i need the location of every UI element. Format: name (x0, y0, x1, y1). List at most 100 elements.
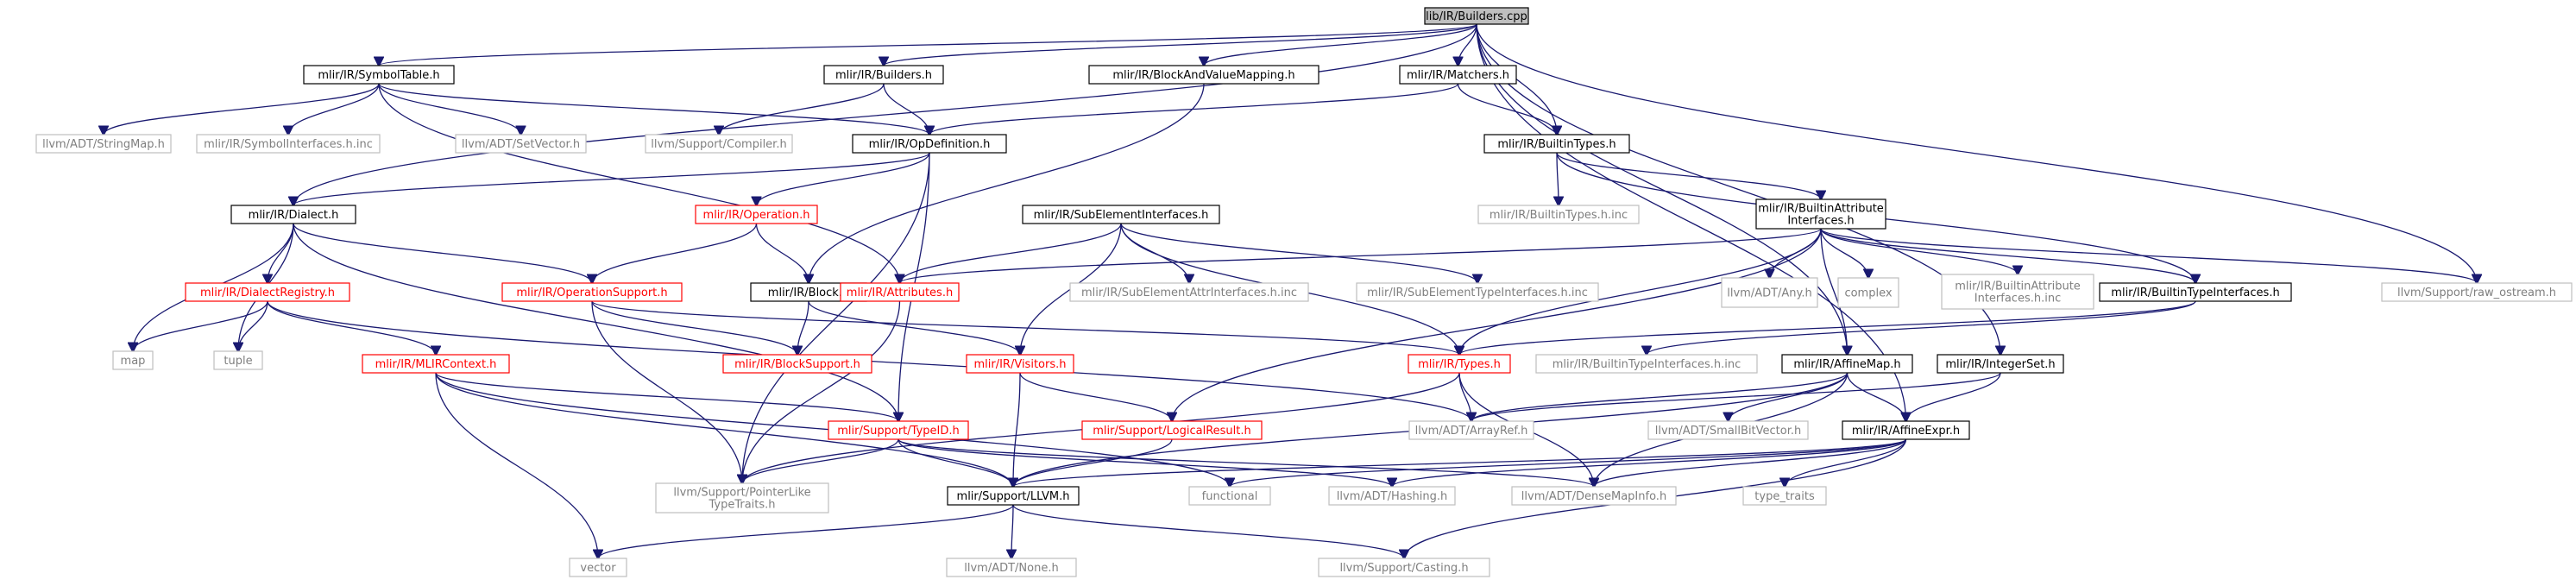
node-box (1188, 486, 1271, 506)
node-subelem[interactable]: mlir/IR/SubElementInterfaces.h (1022, 205, 1220, 224)
node-label: llvm/Support/PointerLike (673, 487, 810, 500)
edge-integerset-to-arrayref (1471, 372, 2001, 421)
node-btypeiface[interactable]: mlir/IR/BuiltinTypeInterfaces.h (2099, 282, 2292, 302)
node-label: vector (580, 562, 616, 575)
node-operation[interactable]: mlir/IR/Operation.h (695, 205, 818, 224)
node-box (1837, 277, 1899, 308)
edge-opdef-to-pointerlike (742, 152, 930, 483)
node-typetraits: type_traits (1742, 486, 1827, 506)
node-box (1535, 354, 1758, 374)
node-block[interactable]: mlir/IR/Block.h (750, 282, 867, 302)
edge-symtab-to-setvector (378, 83, 521, 135)
node-affinemap[interactable]: mlir/IR/AffineMap.h (1781, 354, 1913, 374)
node-matchers[interactable]: mlir/IR/Matchers.h (1399, 65, 1517, 85)
node-dialreg[interactable]: mlir/IR/DialectRegistry.h (185, 282, 350, 302)
node-attributes[interactable]: mlir/IR/Attributes.h (840, 282, 960, 302)
node-label: mlir/IR/SymbolInterfaces.h.inc (204, 138, 373, 151)
nodes-layer: lib/IR/Builders.cpp mlir/IR/SymbolTable.h… (35, 7, 2573, 577)
node-box (946, 558, 1077, 577)
edge-opdef-to-operation (757, 152, 930, 205)
edge-mlircontext-to-typeid (435, 372, 898, 421)
node-affineexpr[interactable]: mlir/IR/AffineExpr.h (1842, 420, 1970, 440)
node-box (1424, 7, 1529, 25)
node-symtab[interactable]: mlir/IR/SymbolTable.h (303, 65, 455, 85)
node-box (185, 282, 350, 302)
edge-btypeiface-to-types (1459, 300, 2196, 355)
node-map: map (112, 350, 154, 370)
edge-opsupport-to-pointerlike (591, 300, 742, 483)
node-integerset[interactable]: mlir/IR/IntegerSet.h (1937, 354, 2064, 374)
node-box (1483, 134, 1630, 154)
node-label: mlir/IR/DialectRegistry.h (200, 287, 335, 299)
edge-mlirllvm-to-vector (598, 504, 1014, 558)
node-label: mlir/IR/OperationSupport.h (516, 287, 667, 299)
edge-affineexpr-to-functional (1230, 438, 1907, 487)
node-box (840, 282, 960, 302)
edge-builders-to-compiler (719, 83, 885, 135)
node-box (112, 350, 154, 370)
edge-battr-to-rawostream (1820, 228, 2477, 283)
node-blocksupport[interactable]: mlir/IR/BlockSupport.h (722, 354, 872, 374)
node-dialect[interactable]: mlir/IR/Dialect.h (230, 205, 356, 224)
node-box (362, 354, 510, 374)
node-box (213, 350, 263, 370)
edge-dialreg-to-tuple (238, 300, 268, 351)
edge-symtab-to-attributes (378, 83, 900, 283)
edge-dialreg-to-mlircontext (267, 300, 436, 355)
node-label: mlir/IR/BuiltinTypes.h.inc (1490, 209, 1628, 222)
node-visitors[interactable]: mlir/IR/Visitors.h (966, 354, 1074, 374)
node-label: llvm/ADT/SmallBitVector.h (1655, 425, 1802, 438)
edge-operation-to-block (755, 223, 809, 283)
edge-subelem-to-attributes (900, 223, 1122, 283)
node-bavm[interactable]: mlir/IR/BlockAndValueMapping.h (1088, 65, 1319, 85)
node-label: llvm/ADT/Any.h (1727, 287, 1812, 300)
node-box (1941, 274, 2094, 310)
node-seattrinc: mlir/IR/SubElementAttrInterfaces.h.inc (1069, 282, 1309, 302)
node-label: Interfaces.h.inc (1975, 293, 2061, 306)
node-box (1755, 198, 1886, 230)
node-logicalresult[interactable]: mlir/Support/LogicalResult.h (1081, 420, 1263, 440)
edge-matchers-to-builtintypes (1457, 83, 1558, 135)
node-box (947, 486, 1080, 506)
node-box (196, 134, 381, 154)
edge-mlirllvm-to-casting (1012, 504, 1404, 558)
edge-battr-to-battrinc (1820, 228, 2018, 274)
node-label: mlir/IR/IntegerSet.h (1945, 358, 2055, 371)
node-label: llvm/ADT/ArrayRef.h (1415, 425, 1528, 438)
node-root[interactable]: lib/IR/Builders.cpp (1424, 7, 1529, 25)
node-box (1408, 420, 1534, 440)
node-box (828, 420, 969, 440)
edge-typeid-to-hashing (898, 438, 1392, 487)
node-label: mlir/IR/SubElementTypeInterfaces.h.inc (1367, 287, 1588, 299)
node-typeid[interactable]: mlir/Support/TypeID.h (828, 420, 969, 440)
node-box (1399, 65, 1517, 85)
edge-battr-to-btypeiface (1820, 228, 2195, 283)
node-mlircontext[interactable]: mlir/IR/MLIRContext.h (362, 354, 510, 374)
node-opdef[interactable]: mlir/IR/OpDefinition.h (852, 134, 1007, 154)
node-types[interactable]: mlir/IR/Types.h (1408, 354, 1511, 374)
node-mlirllvm[interactable]: mlir/Support/LLVM.h (947, 486, 1080, 506)
edge-root-to-rawostream (1476, 23, 2477, 283)
node-box (1022, 205, 1220, 224)
node-opsupport[interactable]: mlir/IR/OperationSupport.h (501, 282, 683, 302)
node-label: mlir/IR/AffineExpr.h (1852, 425, 1960, 438)
edge-symtab-to-stringmap (104, 83, 380, 135)
node-label: tuple (224, 355, 252, 368)
node-builtintypes[interactable]: mlir/IR/BuiltinTypes.h (1483, 134, 1630, 154)
node-label: mlir/IR/Visitors.h (973, 358, 1066, 371)
node-builders[interactable]: mlir/IR/Builders.h (823, 65, 944, 85)
node-setypeinc: mlir/IR/SubElementTypeInterfaces.h.inc (1356, 282, 1599, 302)
node-label: mlir/IR/BuiltinTypeInterfaces.h (2111, 287, 2279, 299)
node-label: mlir/IR/BuiltinAttribute (1955, 280, 2081, 293)
node-label: mlir/IR/AffineMap.h (1793, 358, 1900, 371)
edge-mlirllvm-to-none (1011, 504, 1013, 558)
node-box (1408, 354, 1511, 374)
node-functional: functional (1188, 486, 1271, 506)
node-box (501, 282, 683, 302)
node-label: Interfaces.h (1787, 215, 1854, 228)
edge-dialect-to-opsupport (293, 223, 592, 283)
node-label: mlir/IR/Dialect.h (249, 209, 339, 222)
node-rawostream: llvm/Support/raw_ostream.h (2381, 282, 2573, 302)
edge-affinemap-to-arrayref (1471, 372, 1849, 421)
